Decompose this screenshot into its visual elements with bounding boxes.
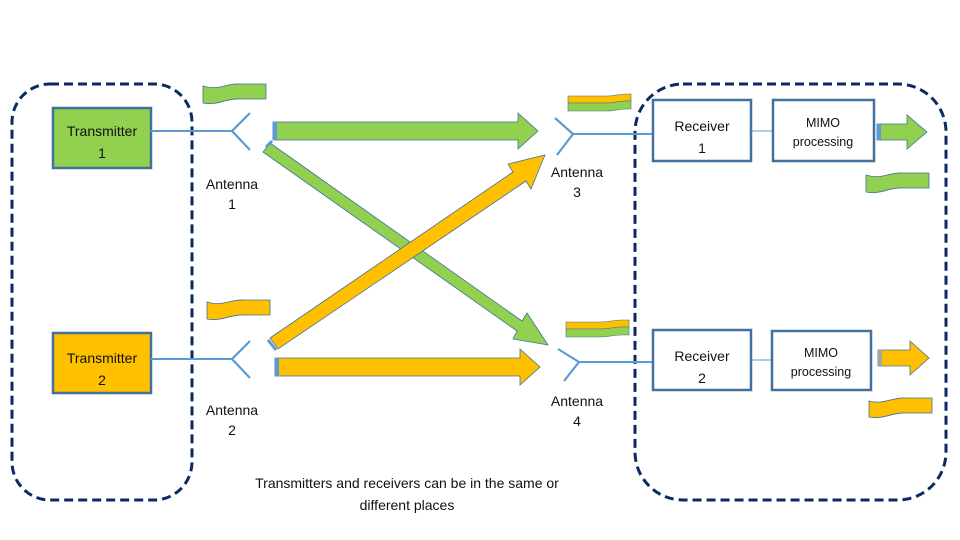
transmitter-1-number: 1 xyxy=(98,145,106,161)
ant4-combined-signal xyxy=(565,319,630,338)
transmitter-2-number: 2 xyxy=(98,372,106,388)
antenna-2-label: Antenna xyxy=(206,402,258,418)
mimo-processing-1: MIMO processing xyxy=(771,98,876,163)
mimo-1-sublabel: processing xyxy=(793,135,853,149)
receiver-2: Receiver 2 xyxy=(651,328,753,392)
antenna-3-icon xyxy=(554,117,574,156)
mimo-1-label: MIMO xyxy=(806,116,840,130)
antenna-1-number: 1 xyxy=(228,196,236,212)
mimo-2-label: MIMO xyxy=(804,346,838,360)
receiver-2-box xyxy=(651,328,753,392)
antenna-4-number: 4 xyxy=(573,413,581,429)
tx2-signal-flag xyxy=(206,299,271,321)
mimo-processing-2: MIMO processing xyxy=(770,329,873,392)
mimo-2-box xyxy=(770,329,873,392)
transmitter-2: Transmitter 2 xyxy=(51,331,153,395)
tx1-signal-flag xyxy=(202,83,267,105)
antenna-2-number: 2 xyxy=(228,422,236,438)
transmitter-2-box xyxy=(51,331,153,395)
receiver-2-number: 2 xyxy=(698,370,706,386)
caption-line-1: Transmitters and receivers can be in the… xyxy=(255,475,559,491)
receiver-2-label: Receiver xyxy=(674,348,730,364)
caption-line-2: different places xyxy=(360,497,455,513)
arrow-ant1-to-ant3 xyxy=(272,112,539,150)
ant3-combined-signal xyxy=(567,93,632,112)
mimo-2-output-signal xyxy=(868,397,933,419)
antenna-3-label: Antenna xyxy=(551,164,603,180)
antenna-4-icon xyxy=(557,348,580,382)
transmitter-1-box xyxy=(51,106,153,170)
transmitter-1-label: Transmitter xyxy=(67,123,138,139)
receiver-1-label: Receiver xyxy=(674,118,730,134)
arrow-ant2-to-ant3 xyxy=(266,154,546,351)
transmitter-group-boundary xyxy=(10,82,194,502)
mimo-1-box xyxy=(771,98,876,163)
mimo-1-output-arrow xyxy=(876,114,928,150)
antenna-1-icon xyxy=(231,112,251,151)
mimo-2-sublabel: processing xyxy=(791,365,851,379)
receiver-1-number: 1 xyxy=(698,140,706,156)
transmitter-1: Transmitter 1 xyxy=(51,106,153,170)
mimo-2-output-arrow xyxy=(877,340,930,376)
receiver-group-boundary xyxy=(633,82,948,502)
antenna-1-label: Antenna xyxy=(206,176,258,192)
antenna-2-icon xyxy=(231,340,251,379)
arrow-ant1-to-ant4 xyxy=(262,139,549,346)
mimo-1-output-signal xyxy=(865,172,930,194)
antenna-4-label: Antenna xyxy=(551,393,603,409)
transmitter-2-label: Transmitter xyxy=(67,350,138,366)
antenna-3-number: 3 xyxy=(573,184,581,200)
arrow-ant2-to-ant4 xyxy=(274,348,541,386)
receiver-1: Receiver 1 xyxy=(651,98,753,163)
